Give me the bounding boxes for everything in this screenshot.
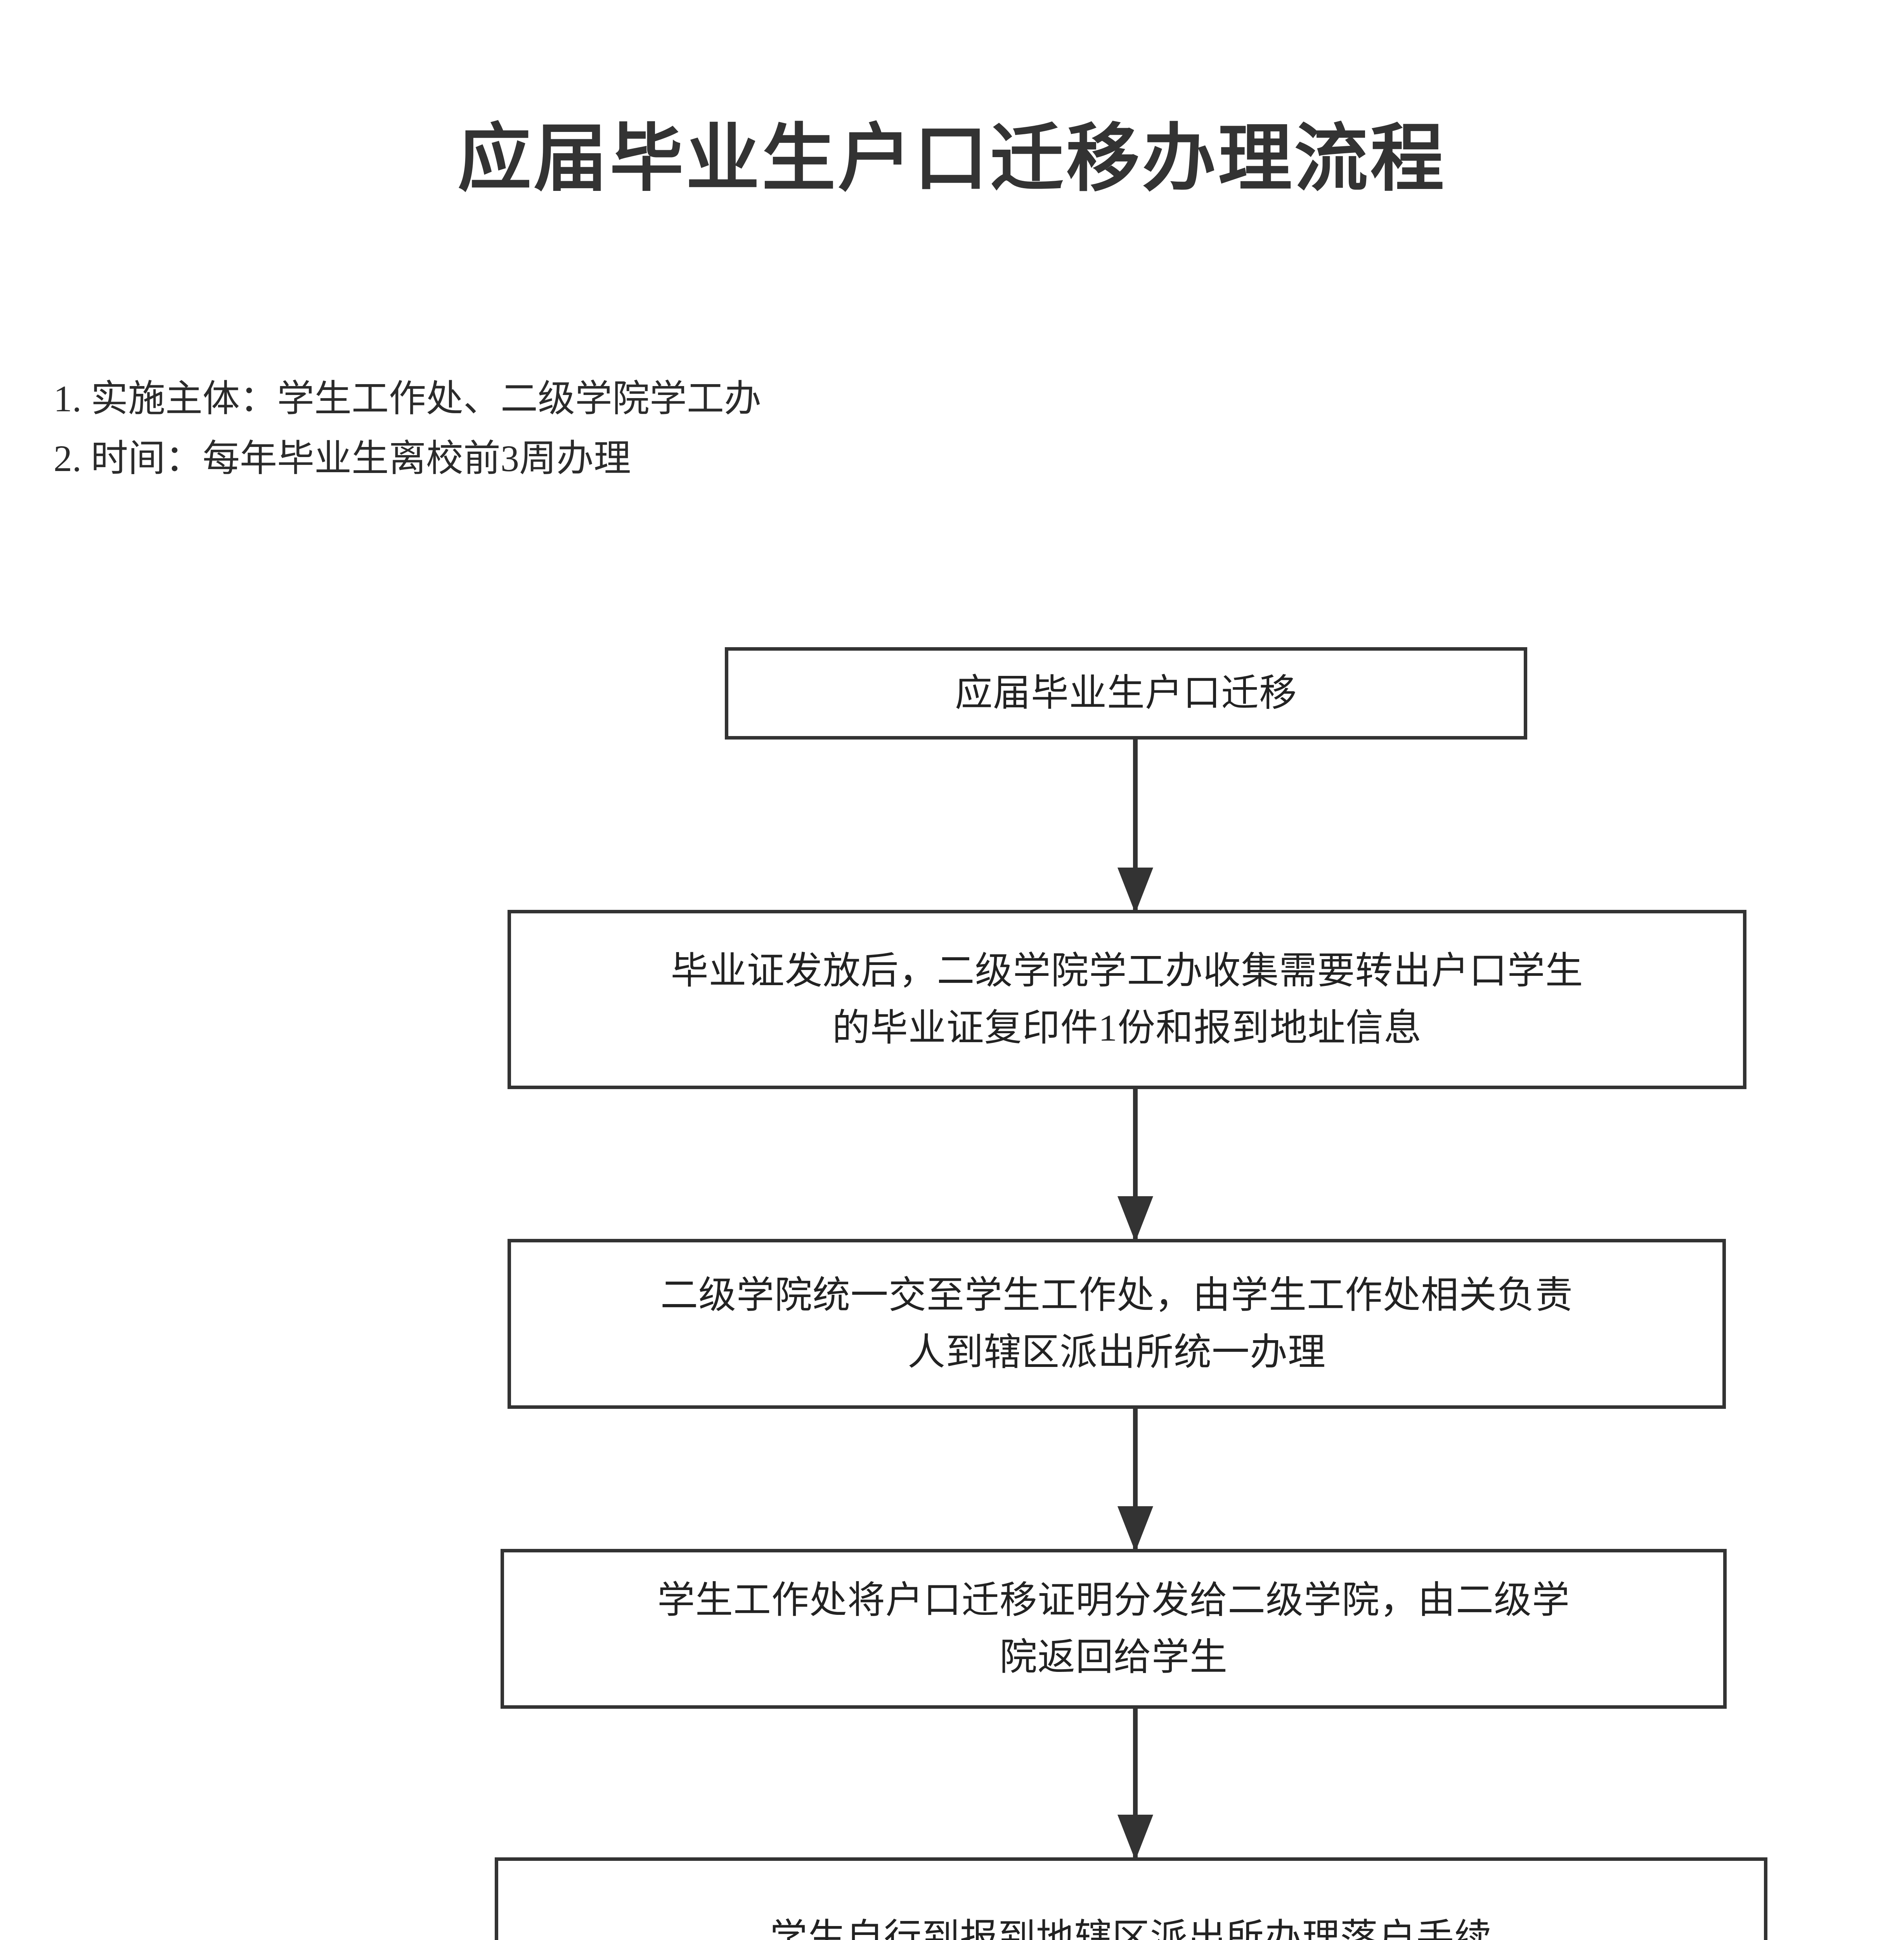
arrow-down-icon [1117, 868, 1153, 913]
flow-node-submit-to-police-station-line-2: 人到辖区派出所统一办理 [908, 1332, 1326, 1373]
flow-node-distribute-certificates-text: 学生工作处将户口迁移证明分发给二级学院，由二级学 院返回给学生 [642, 1572, 1585, 1686]
connector-arrow-4 [1117, 1709, 1153, 1860]
flow-node-student-registers-text: 学生自行到报到地辖区派出所办理落户手续 [754, 1909, 1508, 1940]
preamble-notes: 1. 实施主体：学生工作处、二级学院学工办 2. 时间：每年毕业生离校前3周办理 [54, 372, 761, 492]
page-title: 应届毕业生户口迁移办理流程 [457, 118, 1447, 200]
flow-node-start-line-1: 应届毕业生户口迁移 [955, 672, 1297, 714]
flow-node-start-text: 应届毕业生户口迁移 [939, 665, 1313, 722]
flow-node-submit-to-police-station-text: 二级学院统一交至学生工作处，由学生工作处相关负责 人到辖区派出所统一办理 [645, 1267, 1589, 1381]
note-line-implementing-body: 1. 实施主体：学生工作处、二级学院学工办 [54, 378, 761, 419]
connector-arrow-3 [1117, 1409, 1153, 1552]
flow-node-distribute-certificates: 学生工作处将户口迁移证明分发给二级学院，由二级学 院返回给学生 [501, 1549, 1727, 1709]
flow-node-collect-documents-line-1: 毕业证发放后，二级学院学工办收集需要转出户口学生 [670, 950, 1583, 992]
flow-node-student-registers: 学生自行到报到地辖区派出所办理落户手续 [495, 1857, 1767, 1940]
flow-node-start: 应届毕业生户口迁移 [725, 647, 1527, 740]
flow-node-submit-to-police-station: 二级学院统一交至学生工作处，由学生工作处相关负责 人到辖区派出所统一办理 [508, 1239, 1726, 1409]
arrow-down-icon [1117, 1506, 1153, 1552]
connector-arrow-1 [1117, 740, 1153, 913]
flow-node-submit-to-police-station-line-1: 二级学院统一交至学生工作处，由学生工作处相关负责 [660, 1274, 1573, 1316]
arrow-down-icon [1117, 1815, 1153, 1860]
flow-node-collect-documents-text: 毕业证发放后，二级学院学工办收集需要转出户口学生 的毕业证复印件1份和报到地址信… [655, 942, 1599, 1057]
flow-node-student-registers-line-1: 学生自行到报到地辖区派出所办理落户手续 [770, 1917, 1492, 1940]
flow-node-collect-documents: 毕业证发放后，二级学院学工办收集需要转出户口学生 的毕业证复印件1份和报到地址信… [508, 910, 1746, 1089]
connector-arrow-2 [1117, 1089, 1153, 1242]
flow-node-distribute-certificates-line-1: 学生工作处将户口迁移证明分发给二级学院，由二级学 [657, 1579, 1570, 1621]
flow-node-distribute-certificates-line-2: 院返回给学生 [1000, 1637, 1228, 1678]
arrow-down-icon [1117, 1196, 1153, 1242]
flow-node-collect-documents-line-2: 的毕业证复印件1份和报到地址信息 [832, 1007, 1422, 1049]
note-line-timing: 2. 时间：每年毕业生离校前3周办理 [54, 438, 631, 480]
